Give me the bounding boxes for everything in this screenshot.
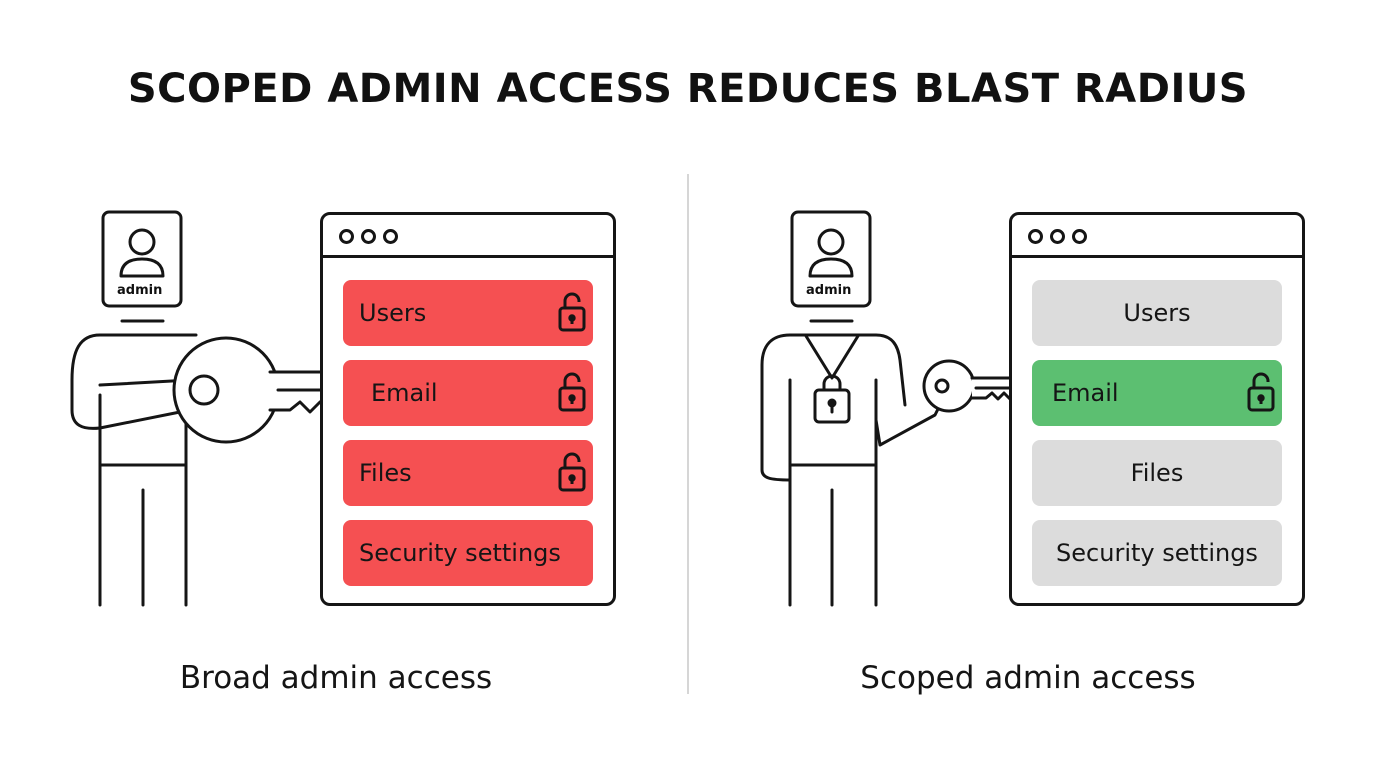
broad-caption: Broad admin access [179, 660, 493, 696]
window-controls [1028, 229, 1087, 244]
resource-row-email: Email [1032, 360, 1282, 426]
resource-row-email: Email [343, 360, 593, 426]
page-title: SCOPED ADMIN ACCESS REDUCES BLAST RADIUS [127, 66, 1249, 112]
resource-label: Files [359, 459, 412, 487]
locked-padlock-icon [813, 374, 851, 424]
admin-badge-label: admin [806, 283, 852, 298]
unlocked-padlock-icon [558, 292, 586, 332]
resource-label: Email [1052, 379, 1119, 407]
admin-badge-icon [101, 210, 183, 308]
admin-badge-label: admin [117, 283, 163, 298]
window-dot-icon [1072, 229, 1087, 244]
broad-access-window: Users Email Files Security settings [320, 212, 616, 606]
resource-label: Email [371, 379, 438, 407]
window-controls [339, 229, 398, 244]
panel-divider [687, 174, 689, 694]
resource-label: Users [1123, 299, 1191, 327]
window-dot-icon [383, 229, 398, 244]
resource-row-files: Files [1032, 440, 1282, 506]
resource-row-security-settings: Security settings [343, 520, 593, 586]
resource-label: Security settings [359, 539, 561, 567]
unlocked-padlock-icon [558, 452, 586, 492]
resource-row-users: Users [1032, 280, 1282, 346]
window-dot-icon [1028, 229, 1043, 244]
resource-label: Security settings [1056, 539, 1258, 567]
scoped-caption: Scoped admin access [860, 660, 1196, 696]
window-title-bar [1012, 255, 1302, 258]
unlocked-padlock-icon [1247, 372, 1275, 412]
window-dot-icon [339, 229, 354, 244]
resource-label: Files [1130, 459, 1184, 487]
unlocked-padlock-icon [558, 372, 586, 412]
resource-row-users: Users [343, 280, 593, 346]
resource-row-files: Files [343, 440, 593, 506]
resource-label: Users [359, 299, 427, 327]
admin-badge-icon [790, 210, 872, 308]
window-dot-icon [1050, 229, 1065, 244]
scoped-access-window: Users Email Files Security settings [1009, 212, 1305, 606]
window-title-bar [323, 255, 613, 258]
resource-row-security-settings: Security settings [1032, 520, 1282, 586]
window-dot-icon [361, 229, 376, 244]
